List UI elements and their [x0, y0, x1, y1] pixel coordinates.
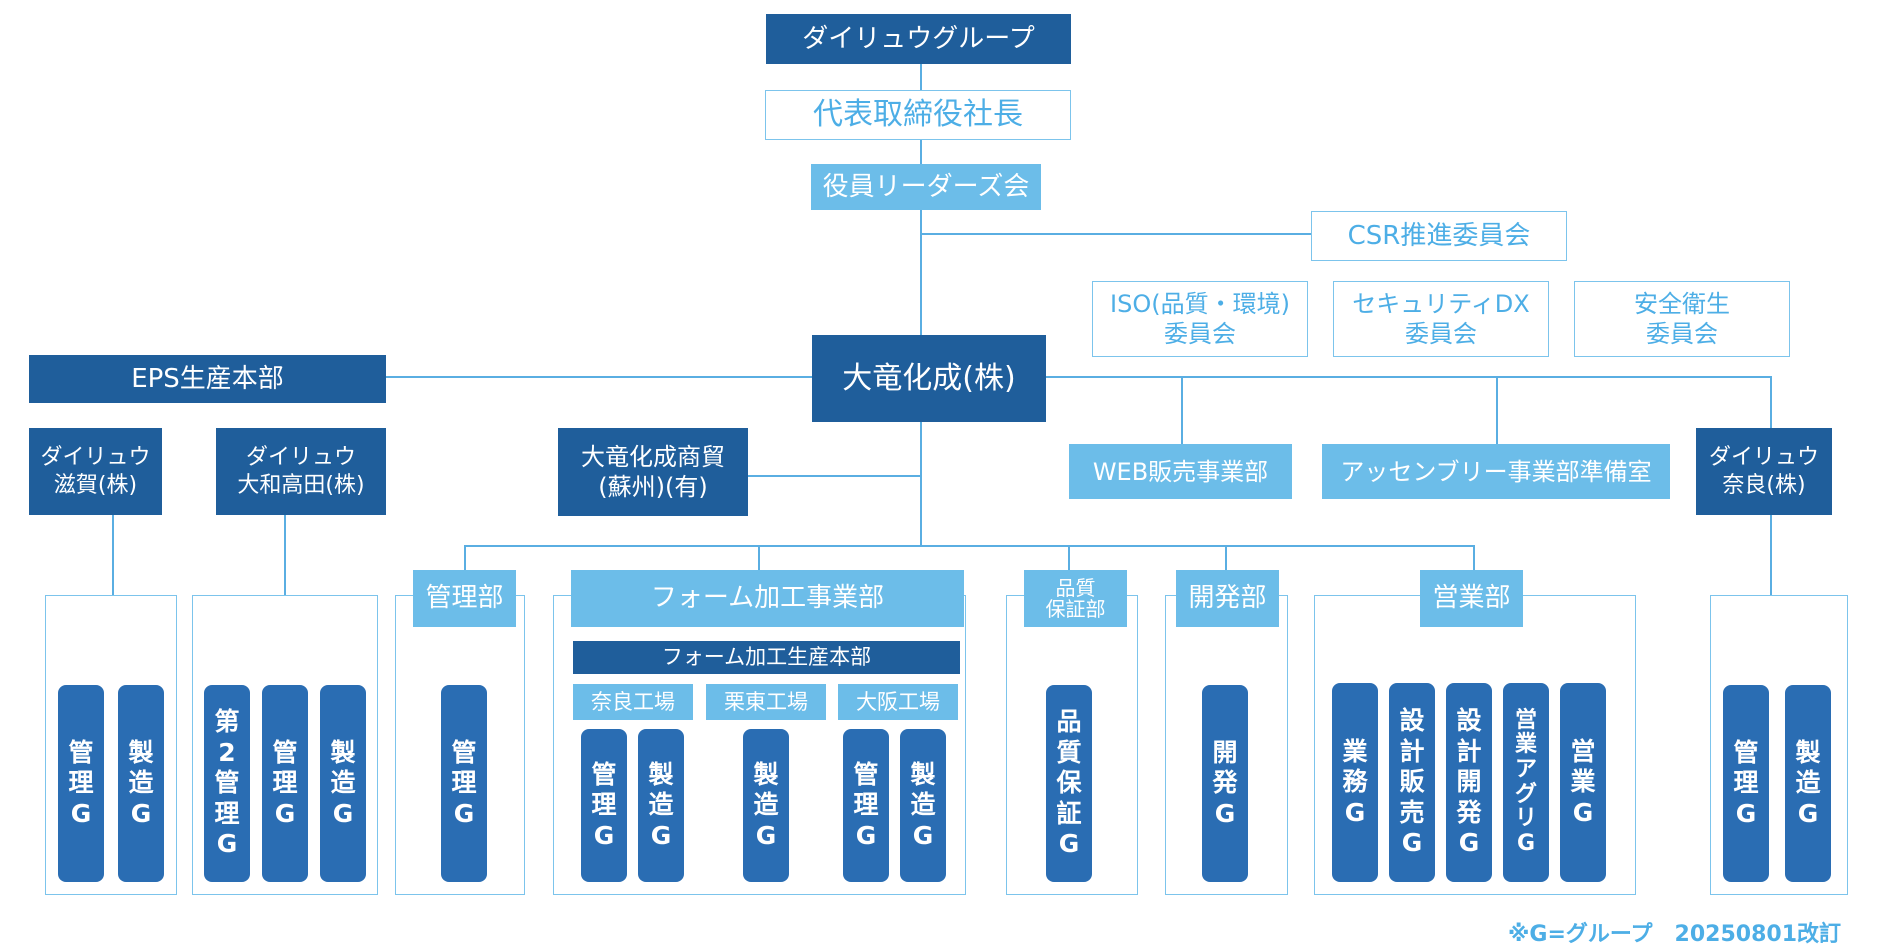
connector-line — [464, 545, 1475, 547]
connector-line — [464, 545, 466, 570]
connector-line — [920, 233, 1311, 235]
connector-line — [920, 210, 922, 335]
sales-dept-box: 営業部 — [1420, 570, 1523, 627]
connector-line — [1225, 545, 1227, 570]
osaka-factory-box: 大阪工場 — [838, 684, 958, 720]
leaders-meeting-box: 役員リーダーズ会 — [811, 164, 1041, 210]
connector-line — [385, 376, 814, 378]
nara-factory-box: 奈良工場 — [573, 684, 693, 720]
dairyu-nara-box: ダイリュウ 奈良(株) — [1696, 428, 1832, 515]
connector-line — [746, 475, 922, 477]
connector-line — [112, 515, 114, 595]
dev-dept-box: 開発部 — [1176, 570, 1279, 627]
connector-line — [1473, 545, 1475, 570]
eps-division-box: EPS生産本部 — [29, 355, 386, 403]
csr-committee-box: CSR推進委員会 — [1311, 211, 1567, 261]
president-box: 代表取締役社長 — [765, 90, 1071, 140]
foam-dept-box: フォーム加工事業部 — [571, 570, 964, 627]
connector-line — [920, 140, 922, 164]
foam-production-hq-box: フォーム加工生産本部 — [573, 641, 960, 674]
security-dx-committee-box: セキュリティDX 委員会 — [1333, 281, 1549, 357]
admin-dept-box: 管理部 — [413, 570, 516, 627]
connector-line — [1181, 376, 1183, 444]
connector-line — [1770, 376, 1772, 428]
connector-line — [1770, 515, 1772, 595]
connector-line — [284, 515, 286, 595]
connector-line — [1044, 376, 1771, 378]
main-company-box: 大竜化成(株) — [812, 335, 1046, 422]
ritto-factory-box: 栗東工場 — [706, 684, 826, 720]
connector-line — [920, 422, 922, 545]
iso-committee-box: ISO(品質・環境) 委員会 — [1092, 281, 1308, 357]
revision-note: ※G=グループ 20250801改訂 — [1508, 922, 1842, 947]
connector-line — [920, 54, 922, 90]
dairyu-shiga-box: ダイリュウ 滋賀(株) — [29, 428, 162, 515]
group-box: ダイリュウグループ — [766, 14, 1071, 64]
connector-line — [1068, 545, 1070, 570]
qa-dept-box: 品質 保証部 — [1024, 570, 1127, 627]
assembly-prep-office-box: アッセンブリー事業部準備室 — [1322, 444, 1670, 499]
connector-line — [758, 545, 760, 570]
web-sales-division-box: WEB販売事業部 — [1069, 444, 1292, 499]
safety-committee-box: 安全衛生 委員会 — [1574, 281, 1790, 357]
suzhou-trading-box: 大竜化成商貿 (蘇州)(有) — [558, 428, 748, 516]
dairyu-yamatotakada-box: ダイリュウ 大和高田(株) — [216, 428, 386, 515]
connector-line — [1496, 376, 1498, 444]
